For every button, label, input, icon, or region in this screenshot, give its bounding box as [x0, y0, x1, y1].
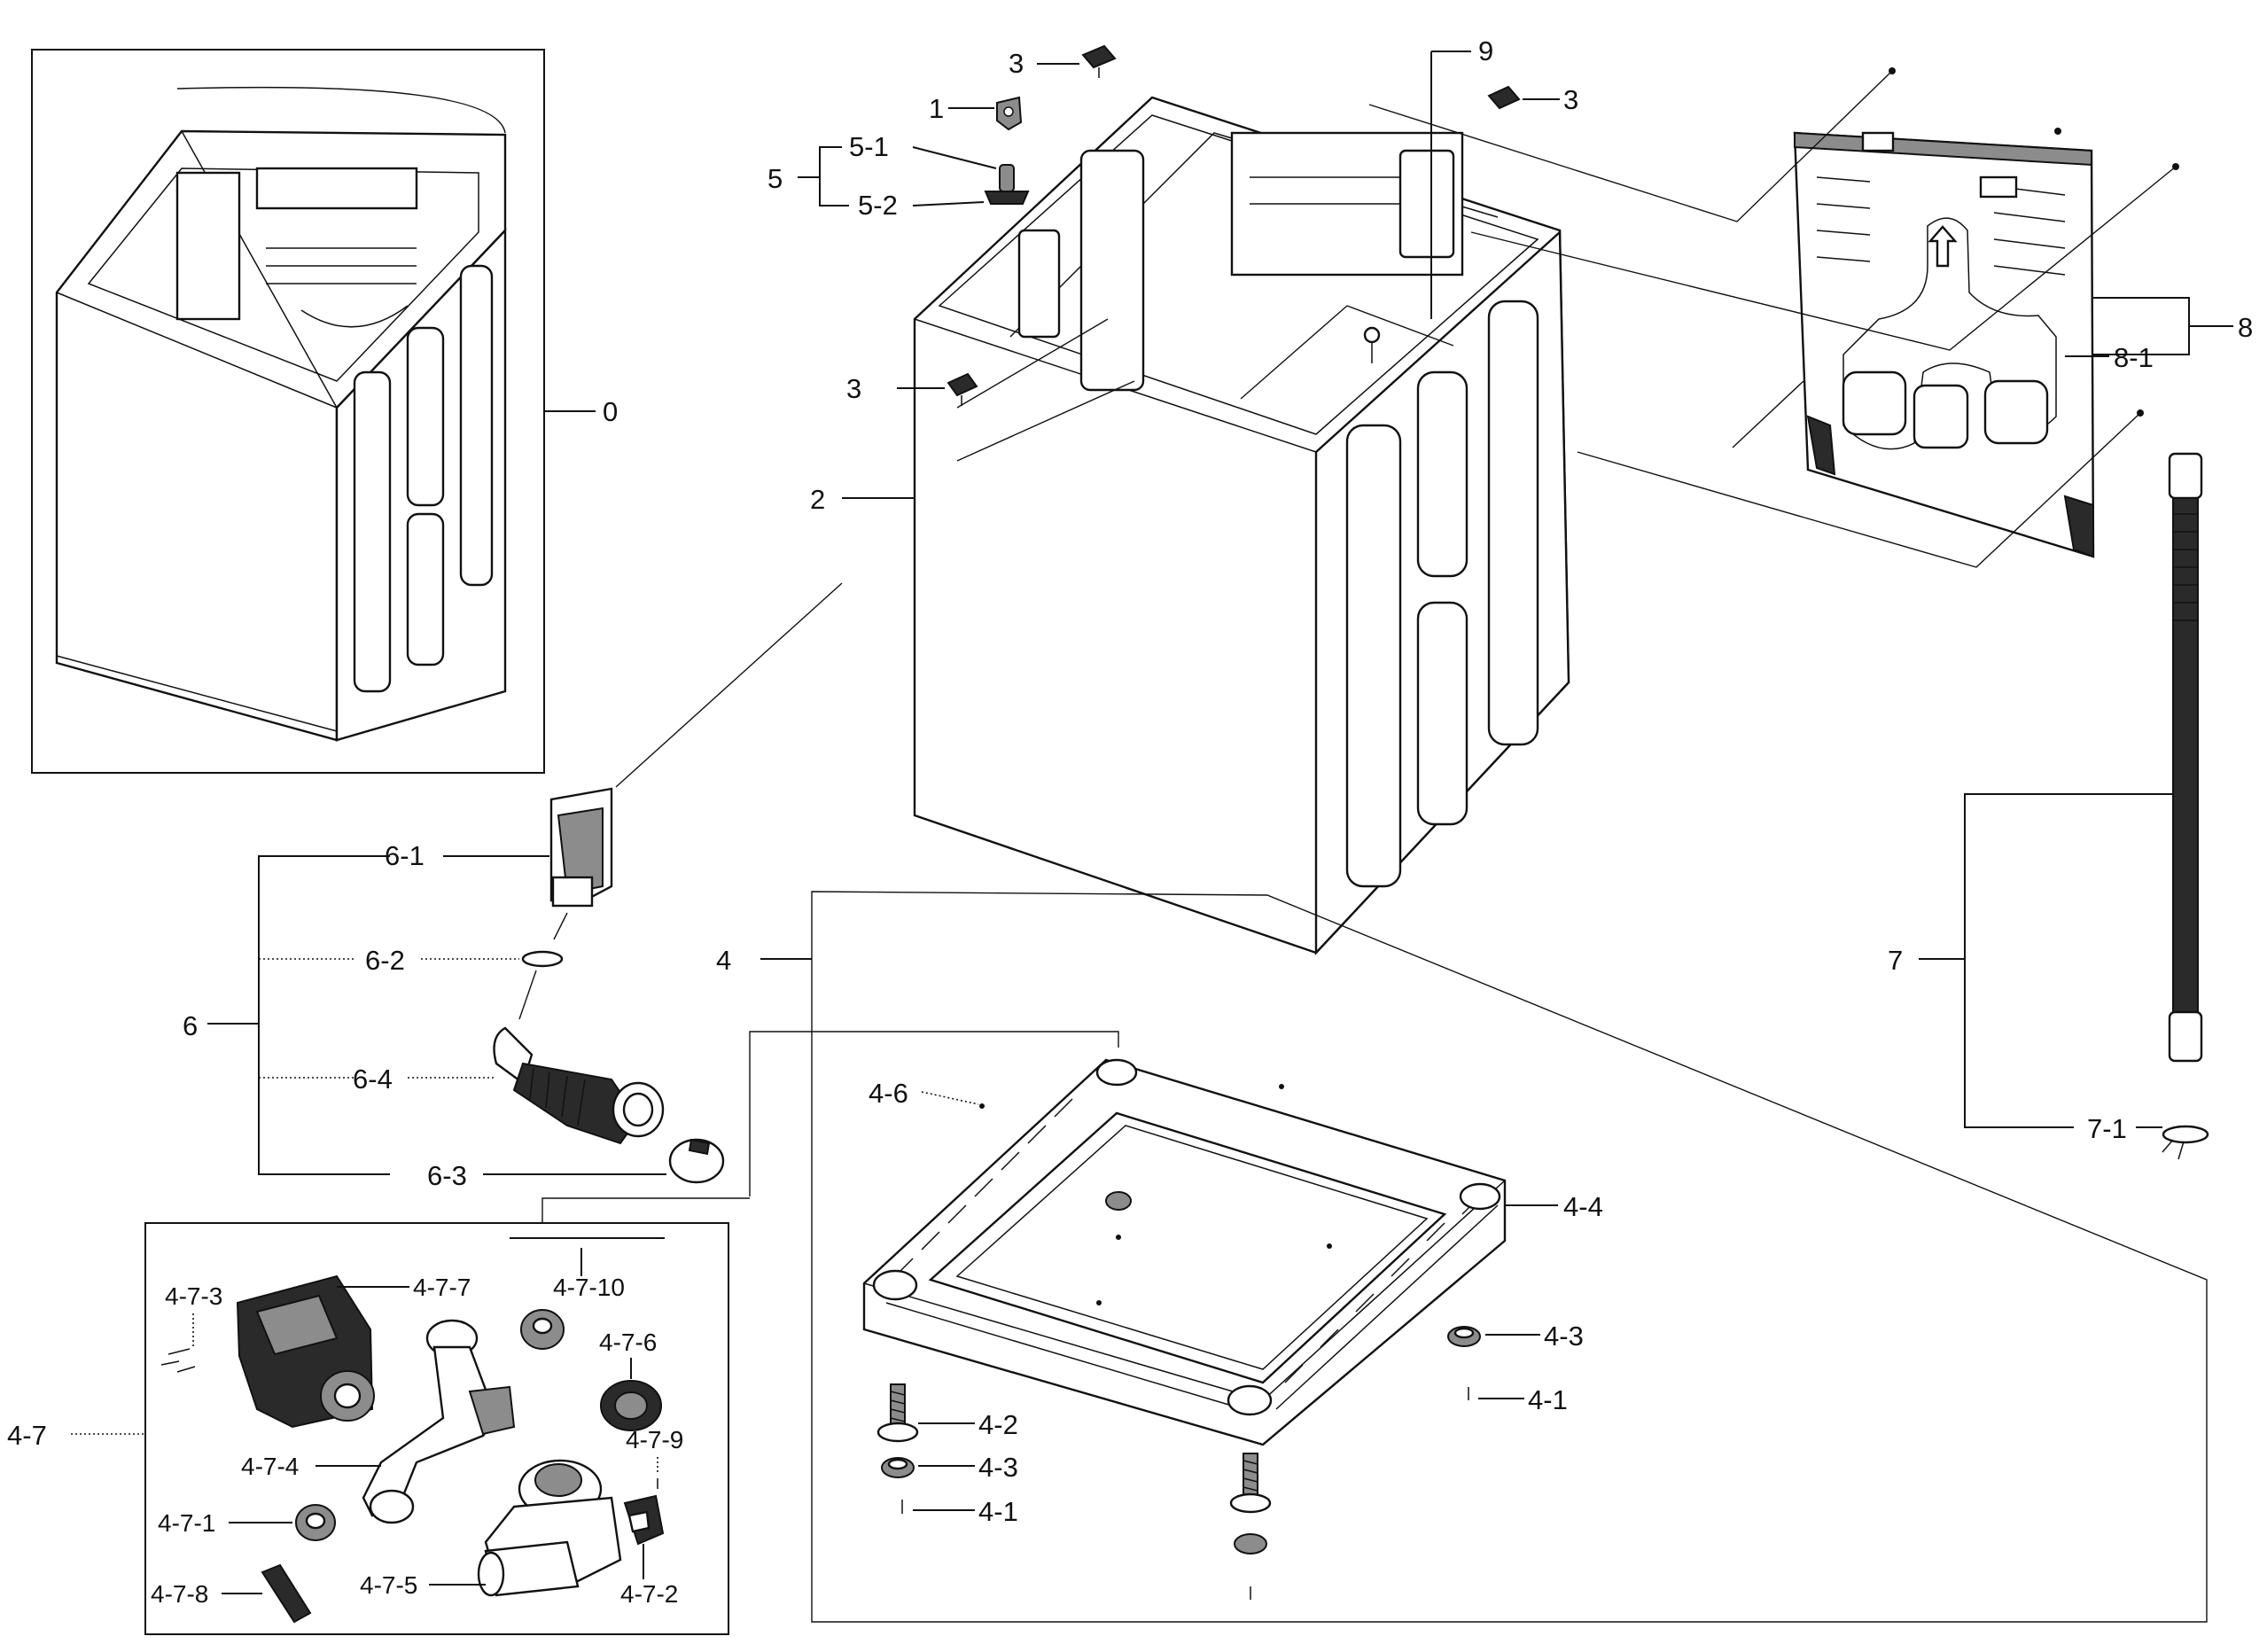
- label-2: 2: [810, 484, 825, 515]
- clip-3c[interactable]: [947, 372, 978, 406]
- gasket-4-7-6[interactable]: [600, 1380, 662, 1431]
- label-4-7-8: 4-7-8: [151, 1580, 208, 1608]
- clip-3b[interactable]: [1487, 85, 1521, 110]
- label-4-7-7: 4-7-7: [413, 1274, 471, 1301]
- leveling-post-5[interactable]: [984, 164, 1030, 205]
- label-4-2: 4-2: [978, 1409, 1018, 1440]
- label-1: 1: [929, 93, 944, 124]
- label-6: 6: [183, 1010, 198, 1041]
- label-8: 8: [2238, 312, 2253, 343]
- label-6-1: 6-1: [385, 840, 425, 871]
- assembled-cabinet-inset: 0: [31, 49, 618, 774]
- label-3-right: 3: [1563, 84, 1578, 115]
- label-4-3-right: 4-3: [1544, 1321, 1584, 1352]
- screws-4-6: [979, 1084, 1332, 1305]
- label-4-7-9: 4-7-9: [626, 1426, 683, 1453]
- label-7-1: 7-1: [2087, 1113, 2127, 1144]
- label-5-2: 5-2: [858, 190, 898, 221]
- label-4-7-2: 4-7-2: [620, 1580, 678, 1608]
- label-4-1-right: 4-1: [1528, 1384, 1568, 1415]
- foot-pad-4-3-left[interactable]: [881, 1457, 915, 1478]
- hose-clamp-6-3[interactable]: [668, 1138, 725, 1184]
- leveling-foot-front[interactable]: [1229, 1453, 1272, 1600]
- label-0: 0: [603, 396, 618, 427]
- label-8-1: 8-1: [2114, 342, 2154, 373]
- bracket-1[interactable]: [996, 96, 1023, 131]
- label-9: 9: [1478, 35, 1493, 66]
- label-4: 4: [716, 945, 731, 976]
- ring-6-2[interactable]: [521, 950, 564, 968]
- inlet-6-1[interactable]: [549, 787, 613, 908]
- label-6-2: 6-2: [365, 945, 405, 976]
- base-frame-4[interactable]: [862, 1058, 1507, 1446]
- back-panel-8[interactable]: [1793, 131, 2095, 558]
- label-6-3: 6-3: [427, 1160, 467, 1191]
- pump-housing-4-7-5[interactable]: [477, 1459, 622, 1597]
- clip-3a[interactable]: [1081, 44, 1117, 78]
- label-4-1-left: 4-1: [978, 1496, 1018, 1527]
- label-4-7-6: 4-7-6: [599, 1329, 657, 1356]
- assembled-cabinet[interactable]: [55, 86, 507, 742]
- label-4-7-10: 4-7-10: [553, 1274, 625, 1301]
- label-3-top: 3: [1009, 48, 1024, 79]
- label-4-3-left: 4-3: [978, 1452, 1018, 1483]
- label-5-1: 5-1: [849, 131, 889, 162]
- foot-pad-4-3-right[interactable]: [1447, 1326, 1481, 1347]
- label-3-left: 3: [846, 373, 861, 404]
- screws-4-7-3[interactable]: [160, 1348, 196, 1373]
- label-4-7-1: 4-7-1: [158, 1509, 215, 1537]
- leveling-foot-4-2[interactable]: [876, 1383, 919, 1443]
- bracket-4-7-4[interactable]: [362, 1319, 516, 1524]
- label-4-7-3: 4-7-3: [165, 1282, 222, 1310]
- label-4-6: 4-6: [869, 1078, 908, 1109]
- label-6-4: 6-4: [353, 1064, 393, 1095]
- label-4-7-4: 4-7-4: [241, 1453, 299, 1480]
- label-5: 5: [767, 163, 783, 194]
- hose-clamp-7-1[interactable]: [2162, 1125, 2209, 1160]
- drain-pump-motor-4-7-7[interactable]: [236, 1274, 375, 1429]
- seal-4-7-1[interactable]: [295, 1504, 336, 1541]
- cabinet-2[interactable]: [913, 96, 1570, 956]
- drain-hose-7[interactable]: [2168, 452, 2203, 1063]
- plug-4-7-8[interactable]: [261, 1563, 312, 1624]
- label-4-7: 4-7: [7, 1420, 47, 1451]
- sensor-4-7-2[interactable]: [623, 1494, 665, 1546]
- filter-cap-4-7-10[interactable]: [520, 1309, 565, 1350]
- label-4-4: 4-4: [1563, 1191, 1603, 1222]
- drain-bellows-6-4[interactable]: [493, 1026, 665, 1145]
- label-7: 7: [1888, 945, 1903, 976]
- up-arrow-icon: [1928, 225, 1958, 268]
- label-4-7-5: 4-7-5: [360, 1571, 417, 1599]
